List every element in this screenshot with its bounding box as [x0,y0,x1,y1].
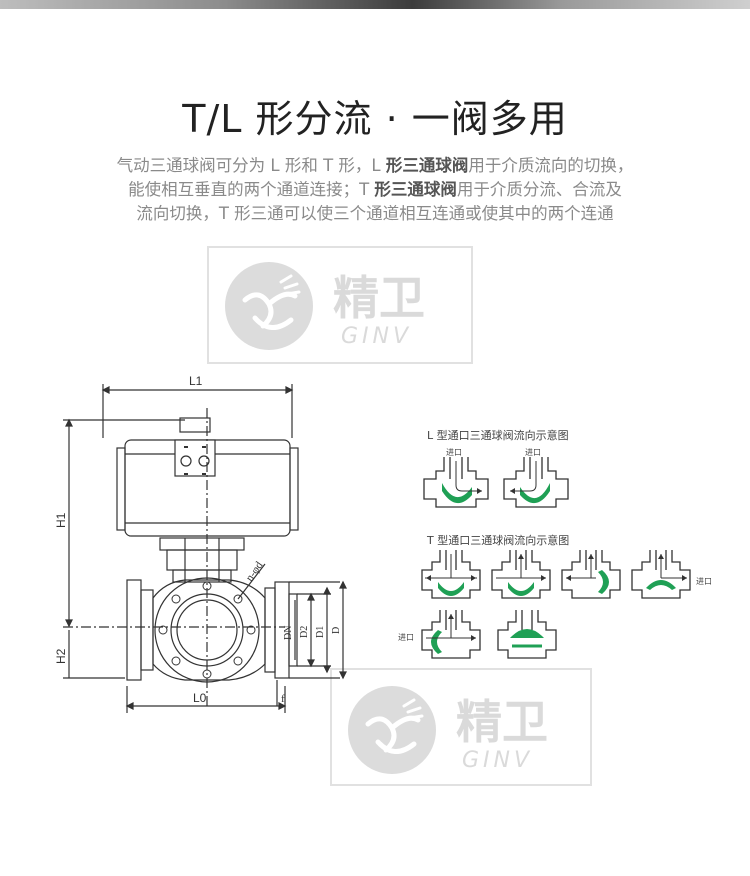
dim-d1: D1 [315,626,326,638]
dim-dn: DN [283,626,294,640]
t-port-valve-icon-6 [497,610,557,659]
watermark-name: 精卫 [333,271,425,325]
watermark-bottom: 精卫 GINV [330,668,592,786]
t-inlet-label-right: 进口 [696,577,712,586]
l-port-valve-icon-2 [503,457,569,508]
t-port-valve-icon-3 [561,550,621,599]
page-title: T/L 形分流 · 一阀多用 [182,97,568,141]
dim-f: f [281,693,285,705]
dim-l0: L0 [193,691,207,705]
dim-nd: n-φd [244,559,266,584]
l-port-diagram-title: L 型通口三通球阀流向示意图 [427,429,569,442]
description-line-3: 流向切换，T 形三通可以使三个通道相互连通或使其中的两个连通 [136,204,614,223]
dim-h2: H2 [55,648,68,664]
dim-d2: D2 [299,626,310,638]
t-port-valve-icon-4 [631,550,691,599]
t-port-valve-icon-5 [421,610,481,659]
l-inlet-label-2: 进口 [525,448,541,457]
description: 气动三通球阀可分为 L 形和 T 形，L 形三通球阀用于介质流向的切换， 能使相… [40,154,710,226]
watermark-latin: GINV [341,324,413,349]
t-port-valve-icon-1 [421,550,481,599]
t-port-valve-icon-2 [491,550,551,599]
t-inlet-label-left: 进口 [398,633,414,642]
watermark-latin: GINV [462,748,534,773]
l-inlet-label-1: 进口 [446,448,462,457]
watermark-logo-icon [225,262,313,350]
watermark-name: 精卫 [456,695,548,749]
top-gradient-bar [0,0,750,9]
dim-d: D [331,627,342,634]
description-line-1: 气动三通球阀可分为 L 形和 T 形，L 形三通球阀用于介质流向的切换， [116,156,634,175]
dim-l1: L1 [189,374,203,388]
dim-h1: H1 [55,512,68,528]
l-port-valve-icon-1 [423,457,489,508]
description-line-2: 能使相互垂直的两个通道连接；T 形三通球阀用于介质分流、合流及 [128,180,622,199]
watermark-logo-icon [348,686,436,774]
valve-technical-drawing: L1 H1 H2 L0 n-φd DN D2 D1 D f [55,374,347,713]
t-port-diagram-title: T 型通口三通球阀流向示意图 [427,534,570,547]
watermark-top: 精卫 GINV [207,246,473,364]
